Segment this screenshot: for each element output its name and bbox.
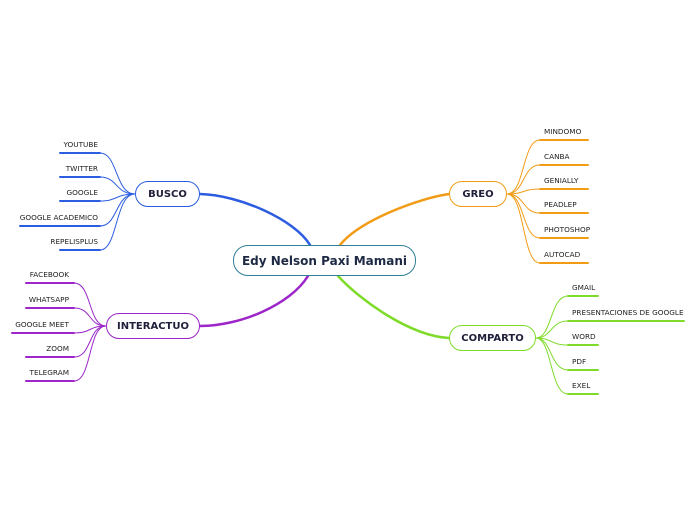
leaf-genially[interactable]: GENIALLY <box>544 176 579 185</box>
leaf-photoshop[interactable]: PHOTOSHOP <box>544 225 591 234</box>
link-central-greo <box>338 192 451 247</box>
leaf-autocad[interactable]: AUTOCAD <box>544 250 581 259</box>
leaf-pdf[interactable]: PDF <box>572 357 587 366</box>
leaf-facebook[interactable]: FACEBOOK <box>29 270 69 279</box>
link-comparto-leaf-3 <box>535 337 569 371</box>
leaf-gmail[interactable]: GMAIL <box>572 283 596 292</box>
link-central-busco <box>198 192 312 247</box>
link-comparto-leaf-1 <box>535 320 569 339</box>
leaf-google-meet[interactable]: GOOGLE MEET <box>15 320 69 329</box>
link-greo-leaf-4 <box>506 193 541 239</box>
leaf-telegram[interactable]: TELEGRAM <box>29 368 69 377</box>
link-greo-leaf-5 <box>506 193 541 264</box>
link-comparto-leaf-0 <box>535 295 569 339</box>
link-interactuo-leaf-0 <box>73 282 107 327</box>
link-interactuo-leaf-4 <box>73 325 107 382</box>
central-topic[interactable]: Edy Nelson Paxi Mamani <box>233 245 416 276</box>
branch-busco[interactable]: BUSCO <box>135 181 200 207</box>
link-busco-leaf-4 <box>99 193 136 251</box>
link-busco-leaf-1 <box>99 176 136 195</box>
link-busco-leaf-0 <box>99 152 136 195</box>
link-comparto-leaf-4 <box>535 337 569 395</box>
link-central-interactuo <box>198 274 310 328</box>
leaf-google-academico[interactable]: GOOGLE ACADEMICO <box>19 213 98 222</box>
leaf-zoom[interactable]: ZOOM <box>46 344 69 353</box>
leaf-twitter[interactable]: TWITTER <box>65 164 98 173</box>
leaf-peadlep[interactable]: PEADLEP <box>544 200 577 209</box>
leaf-youtube[interactable]: YOUTUBE <box>63 140 98 149</box>
link-greo-leaf-1 <box>506 164 541 195</box>
leaf-whatsapp[interactable]: WHATSAPP <box>28 295 69 304</box>
leaf-word[interactable]: WORD <box>572 332 596 341</box>
link-interactuo-leaf-1 <box>73 307 107 327</box>
branch-interactuo[interactable]: INTERACTUO <box>106 313 200 339</box>
link-central-comparto <box>336 274 451 340</box>
leaf-repelisplus[interactable]: REPELISPLUS <box>50 237 98 246</box>
leaf-exel[interactable]: EXEL <box>572 381 591 390</box>
leaf-canba[interactable]: CANBA <box>544 152 570 161</box>
link-greo-leaf-3 <box>506 193 541 214</box>
leaf-presentaciones-de-google[interactable]: PRESENTACIONES DE GOOGLE <box>572 308 684 317</box>
branch-greo[interactable]: GREO <box>449 181 507 207</box>
leaf-google[interactable]: GOOGLE <box>66 188 98 197</box>
link-greo-leaf-0 <box>506 139 541 195</box>
branch-comparto[interactable]: COMPARTO <box>449 325 536 351</box>
leaf-mindomo[interactable]: MINDOMO <box>544 127 582 136</box>
